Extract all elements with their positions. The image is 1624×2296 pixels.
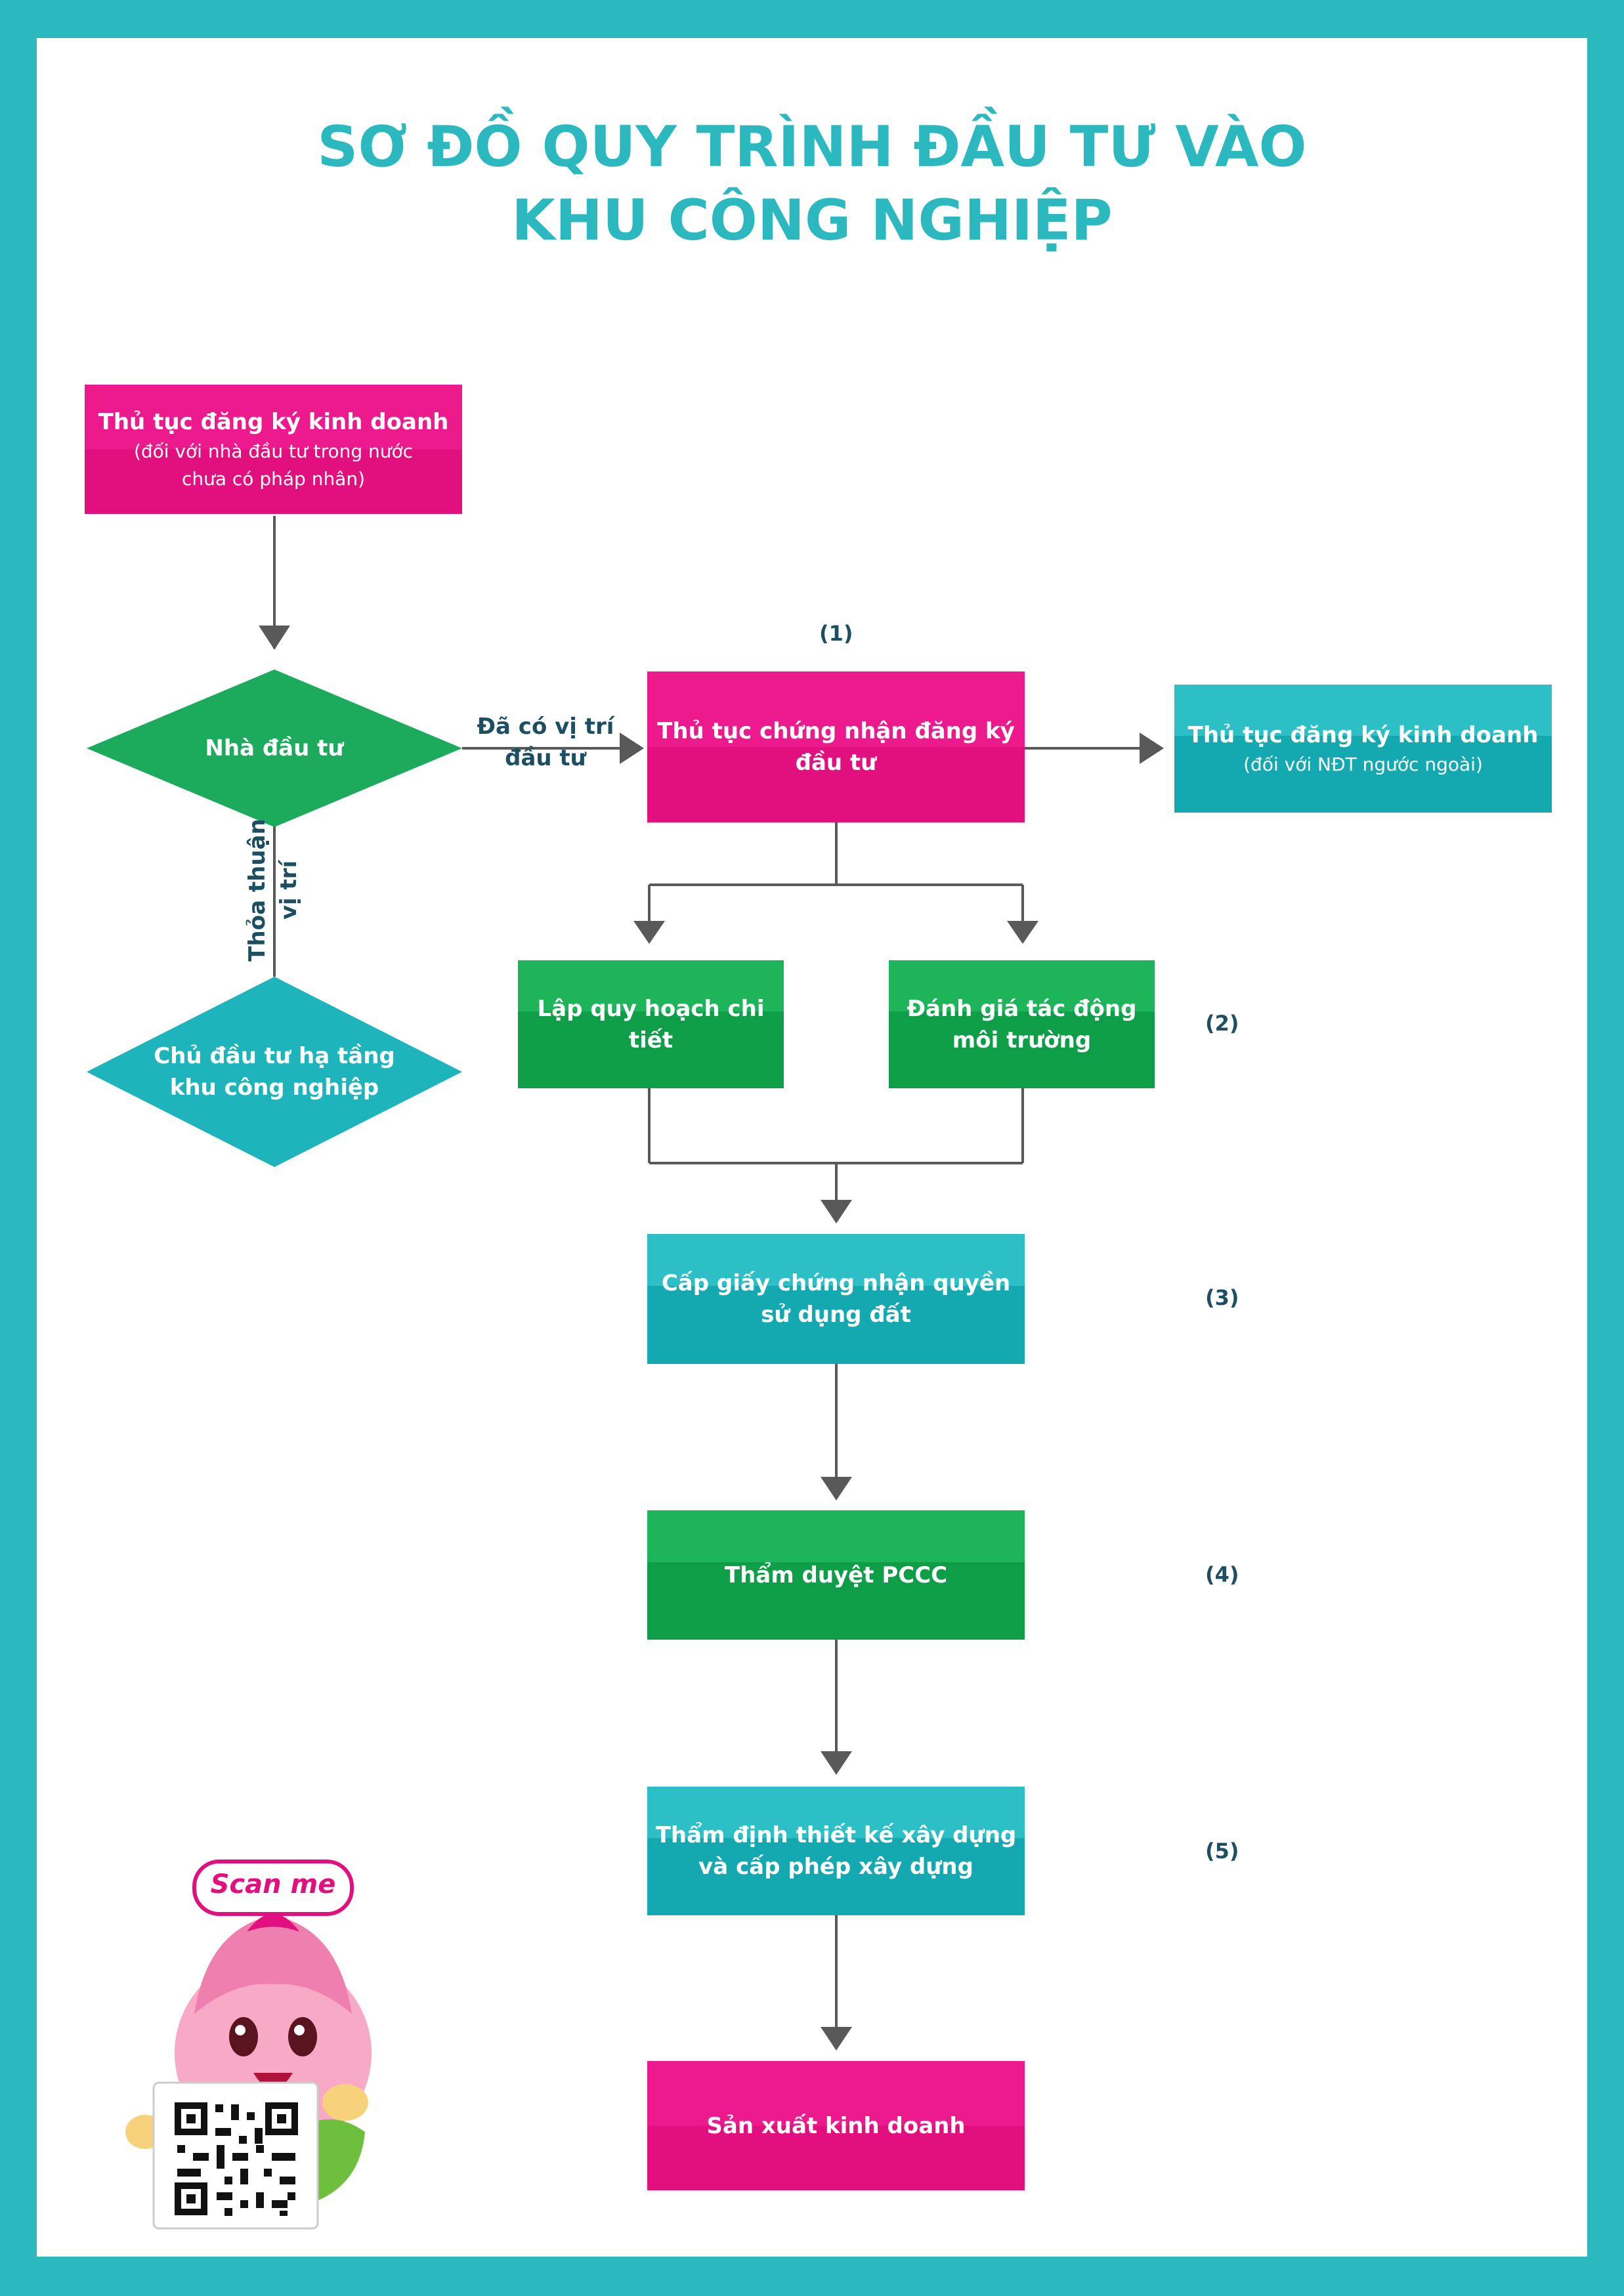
step-number-2: (2) [1205, 1011, 1239, 1036]
step-number-4: (4) [1205, 1562, 1239, 1587]
investor-diamond [87, 670, 462, 827]
edge-label-has-location: Đã có vị trí đầu tư [477, 713, 614, 771]
business-registration-foreign-note: (đối với NĐT ngước ngoài) [1243, 753, 1483, 775]
fire-approval-box: Thẩm duyệt PCCC [647, 1510, 1025, 1640]
environment-assessment-box: Đánh giá tác động môi trường [889, 960, 1155, 1088]
business-registration-foreign-title: Thủ tục đăng ký kinh doanh [1187, 721, 1539, 748]
business-registration-domestic-title: Thủ tục đăng ký kinh doanh [98, 408, 449, 435]
construction-permit-box: Thẩm định thiết kế xây dựng và cấp phép … [647, 1787, 1025, 1915]
scan-me-text: Scan me [210, 1869, 336, 1900]
flow-connectors [87, 516, 1164, 2051]
business-registration-domestic-note: (đối với nhà đầu tư trong nước chưa có p… [133, 440, 414, 490]
investor-label: Nhà đầu tư [205, 735, 344, 761]
mascot-figure [125, 1860, 372, 2230]
infra-owner-label: Chủ đầu tư hạ tầng khu công nghiệp [154, 1043, 395, 1101]
edge-label-agree-location: Thỏa thuận vị trí [244, 818, 302, 962]
step-number-5: (5) [1205, 1839, 1239, 1863]
business-registration-foreign-box: Thủ tục đăng ký kinh doanh (đối với NĐT … [1174, 685, 1552, 813]
step-number-3: (3) [1205, 1285, 1239, 1310]
production-box: Sản xuất kinh doanh [647, 2061, 1025, 2190]
title-line-1: SƠ ĐỒ QUY TRÌNH ĐẦU TƯ VÀO [317, 114, 1307, 180]
title-line-2: KHU CÔNG NGHIỆP [511, 188, 1113, 253]
poster: SƠ ĐỒ QUY TRÌNH ĐẦU TƯ VÀO KHU CÔNG NGHI… [37, 38, 1587, 2257]
investment-certificate-box: Thủ tục chứng nhận đăng ký đầu tư [647, 671, 1025, 822]
step-number-1: (1) [819, 621, 853, 646]
qr-code [175, 2102, 298, 2216]
business-registration-domestic-box: Thủ tục đăng ký kinh doanh (đối với nhà … [85, 385, 462, 514]
infra-owner-diamond [87, 977, 462, 1167]
land-certificate-box: Cấp giấy chứng nhận quyền sử dụng đất [647, 1234, 1025, 1364]
detailed-planning-box: Lập quy hoạch chi tiết [518, 960, 784, 1088]
page-title: SƠ ĐỒ QUY TRÌNH ĐẦU TƯ VÀO KHU CÔNG NGHI… [37, 110, 1587, 257]
mascot-illustration: Scan me [96, 1850, 404, 2230]
